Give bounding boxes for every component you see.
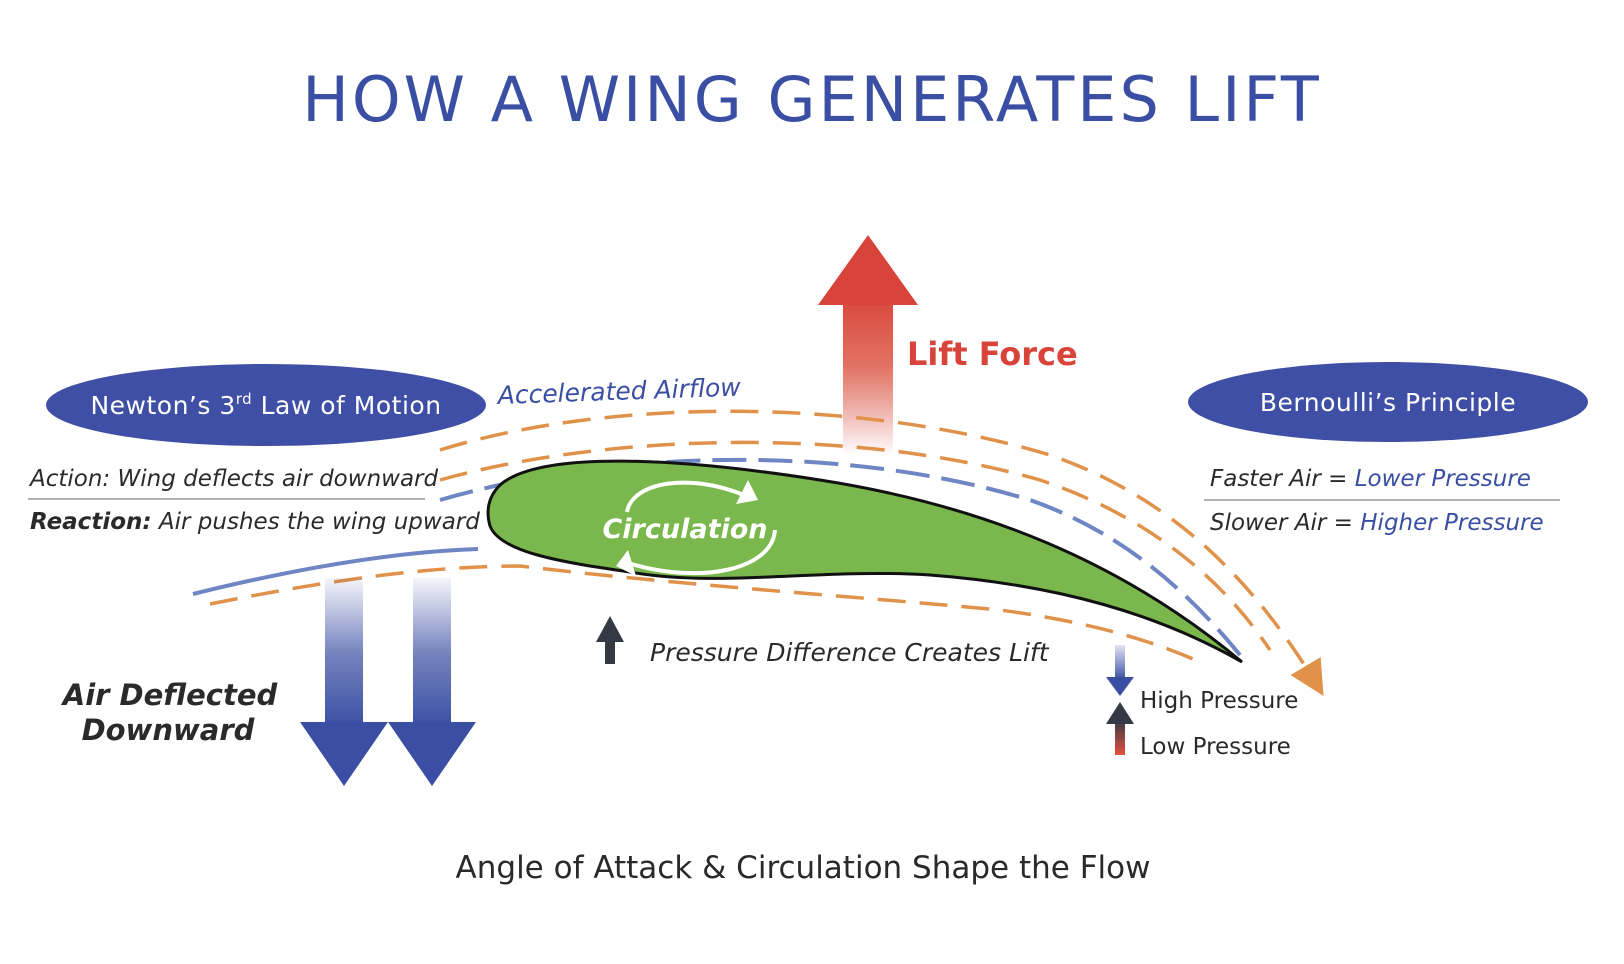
newton-heading-pill: Newton’s 3rd Law of Motion (46, 364, 486, 446)
svg-text:Newton’s 3rd Law of Motion: Newton’s 3rd Law of Motion (90, 390, 441, 420)
page-title: HOW A WING GENERATES LIFT (302, 63, 1322, 136)
bernoulli-slower: Slower Air = Higher Pressure (1210, 510, 1544, 536)
air-deflected-label-line1: Air Deflected (61, 678, 278, 712)
footer-caption: Angle of Attack & Circulation Shape the … (456, 850, 1151, 886)
high-pressure-label: High Pressure (1140, 688, 1298, 714)
pressure-difference-arrow (596, 616, 624, 664)
bernoulli-faster-right: Lower Pressure (1355, 466, 1531, 492)
circulation-icon (616, 480, 777, 576)
newton-reaction: Reaction: Air pushes the wing upward (30, 509, 480, 535)
upper-streamline-outer (439, 409, 1324, 697)
newton-heading-rest: Law of Motion (252, 391, 441, 420)
newton-action-label: Action: (28, 466, 110, 492)
newton-heading-main: Newton’s 3 (90, 391, 235, 420)
lower-streamline-dashed (209, 564, 1201, 664)
bernoulli-faster: Faster Air = Lower Pressure (1210, 466, 1531, 492)
pressure-difference-label: Pressure Difference Creates Lift (650, 638, 1050, 667)
bernoulli-slower-left: Slower Air = (1210, 510, 1360, 536)
newton-action: Action: Wing deflects air downward (28, 466, 439, 492)
bernoulli-heading-pill: Bernoulli’s Principle (1188, 362, 1588, 442)
newton-action-text: Wing deflects air downward (110, 466, 438, 492)
air-deflected-label-line2: Downward (82, 713, 255, 747)
wing-airfoil (486, 459, 1243, 664)
downwash-arrow-right (388, 578, 476, 786)
newton-reaction-text: Air pushes the wing upward (152, 509, 481, 535)
low-pressure-arrow (1106, 702, 1134, 755)
upper-streamline-middle (439, 440, 1272, 651)
newton-heading-sup: rd (236, 390, 252, 408)
lift-force-arrow (818, 235, 918, 455)
high-pressure-arrow (1106, 645, 1134, 696)
bernoulli-slower-right: Higher Pressure (1360, 510, 1543, 536)
downwash-arrow-left (300, 578, 388, 786)
bernoulli-faster-left: Faster Air = (1210, 466, 1355, 492)
circulation-label: Circulation (602, 514, 767, 545)
bernoulli-heading: Bernoulli’s Principle (1260, 388, 1516, 417)
accelerated-airflow-label: Accelerated Airflow (495, 373, 742, 411)
lower-streamline-solid (192, 547, 479, 596)
lift-force-label: Lift Force (907, 335, 1078, 373)
newton-reaction-label: Reaction: (30, 509, 152, 535)
low-pressure-label: Low Pressure (1140, 734, 1291, 760)
